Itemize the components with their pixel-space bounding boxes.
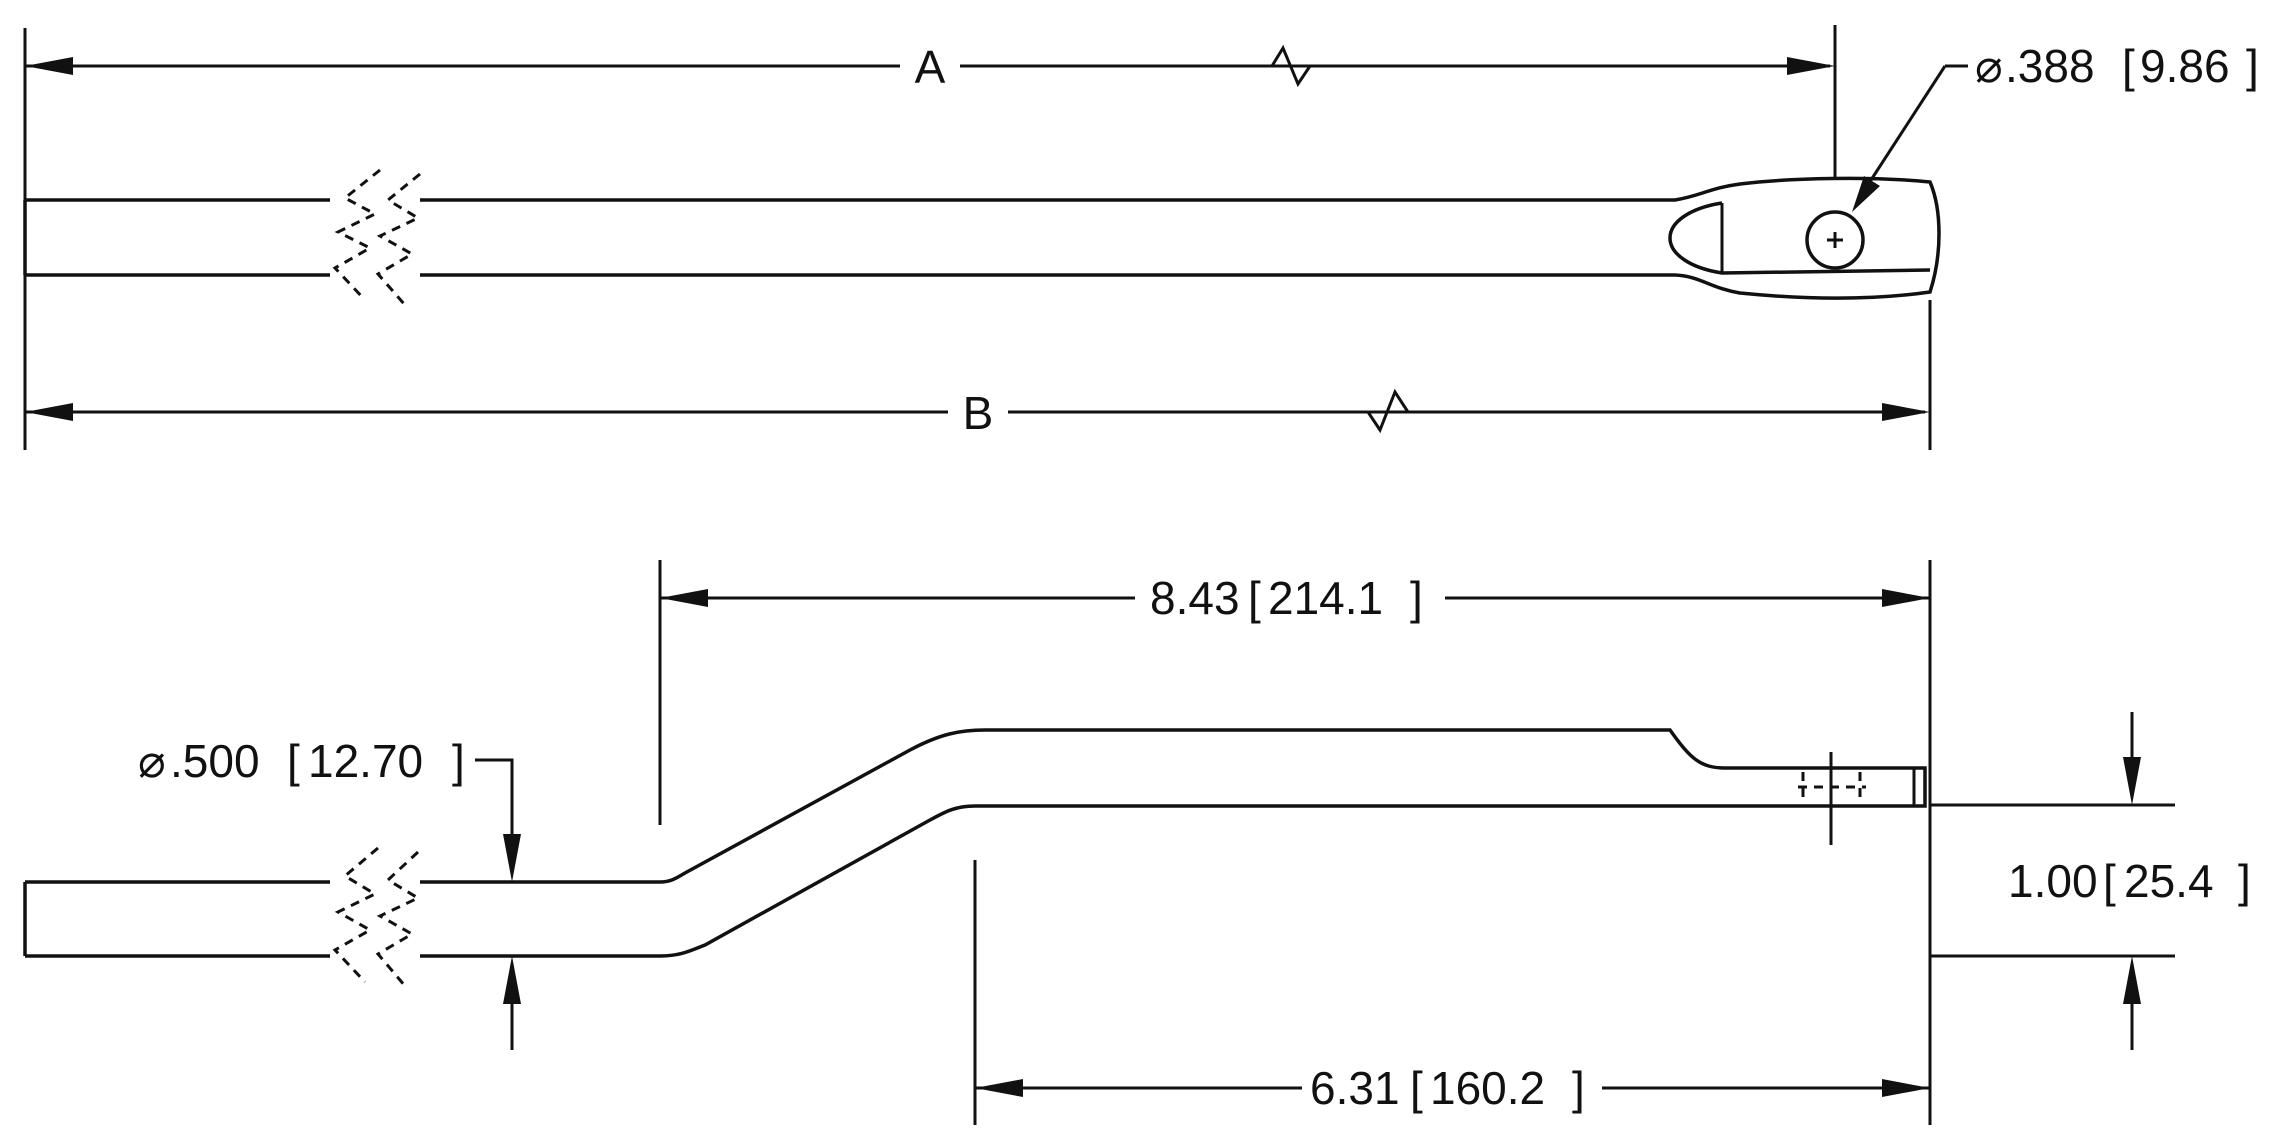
flat-length-inch: 6.31 xyxy=(1310,1062,1400,1114)
top-view: A ⌀ .388 [ 9.8 xyxy=(23,25,2259,450)
rod-diameter-bracket-open: [ xyxy=(287,735,300,787)
dimension-a: A xyxy=(25,41,1835,93)
flat-length-mm: 160.2 xyxy=(1430,1062,1545,1114)
rod-diameter-symbol: ⌀ xyxy=(138,735,166,787)
flat-length-bracket-open: [ xyxy=(1410,1062,1423,1114)
dimension-a-label: A xyxy=(915,41,946,93)
arrowhead-offset-bottom xyxy=(2123,956,2141,1004)
dimension-flat-length: 6.31 [ 160.2 ] xyxy=(975,1062,1930,1114)
dimension-overall-length: 8.43 [ 214.1 ] xyxy=(660,572,1930,624)
arrowhead-hole-leader xyxy=(1852,176,1880,212)
hole-diameter-inch: .388 xyxy=(2005,40,2095,92)
rod-diameter-callout: ⌀ .500 [ 12.70 ] xyxy=(138,735,521,1050)
dimension-offset: 1.00 [ 25.4 ] xyxy=(2008,712,2251,1050)
rod-diameter-mm: 12.70 xyxy=(308,735,423,787)
side-hole-hidden xyxy=(1798,752,1866,845)
arrowhead-b-left xyxy=(25,403,73,421)
arrowhead-rod-bottom xyxy=(503,956,521,1004)
overall-length-bracket-close: ] xyxy=(1410,572,1423,624)
hole-diameter-callout: ⌀ .388 [ 9.86 ] xyxy=(1852,40,2259,212)
hole-diameter-mm: 9.86 xyxy=(2140,40,2230,92)
side-view: 8.43 [ 214.1 ] xyxy=(23,560,2251,1125)
arrowhead-a-left xyxy=(25,57,73,75)
dimension-b: B xyxy=(25,387,1930,439)
rod-diameter-bracket-close: ] xyxy=(452,735,465,787)
hole-diameter-bracket-open: [ xyxy=(2122,40,2135,92)
break-mark-top xyxy=(330,168,422,306)
break-mark-side xyxy=(330,846,422,987)
arrowhead-overall-right xyxy=(1882,589,1930,607)
overall-length-bracket-open: [ xyxy=(1248,572,1261,624)
rod-top-outline xyxy=(23,176,1941,300)
dimension-b-label: B xyxy=(963,387,994,439)
arrowhead-a-right xyxy=(1787,57,1835,75)
flat-length-bracket-close: ] xyxy=(1572,1062,1585,1114)
overall-length-inch: 8.43 xyxy=(1150,572,1240,624)
rod-diameter-inch: .500 xyxy=(170,735,260,787)
hole-diameter-symbol: ⌀ xyxy=(1975,40,2003,92)
arrowhead-offset-top xyxy=(2123,757,2141,805)
hole-diameter-bracket-close: ] xyxy=(2246,40,2259,92)
offset-bracket-close: ] xyxy=(2238,855,2251,907)
offset-mm: 25.4 xyxy=(2124,855,2214,907)
offset-inch: 1.00 xyxy=(2008,855,2098,907)
rod-side-outline xyxy=(23,728,1927,958)
offset-bracket-open: [ xyxy=(2103,855,2116,907)
eye-hole xyxy=(1805,210,1865,270)
arrowhead-b-right xyxy=(1882,403,1930,421)
arrowhead-flat-left xyxy=(975,1079,1023,1097)
overall-length-mm: 214.1 xyxy=(1268,572,1383,624)
arrowhead-flat-right xyxy=(1882,1079,1930,1097)
arrowhead-overall-left xyxy=(660,589,708,607)
arrowhead-rod-top xyxy=(503,834,521,882)
